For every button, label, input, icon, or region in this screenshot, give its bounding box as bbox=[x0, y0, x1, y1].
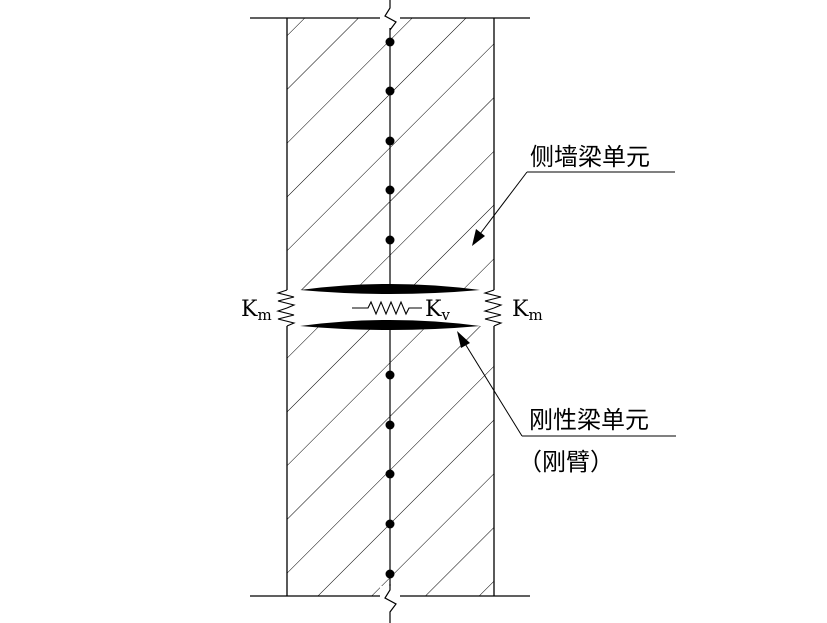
node bbox=[385, 136, 395, 146]
rigid-arm-label: （刚臂） bbox=[518, 448, 614, 476]
right-spring-bottom bbox=[483, 307, 503, 327]
node bbox=[385, 37, 395, 47]
side-wall-beam-leader bbox=[472, 171, 675, 246]
bottom-break-mark bbox=[380, 584, 400, 623]
k-v-label: Kv bbox=[425, 297, 450, 324]
k-m-label-right: Km bbox=[512, 297, 543, 324]
side-wall-beam-label: 侧墙梁单元 bbox=[530, 143, 650, 171]
upper-rigid-arm bbox=[300, 284, 480, 294]
node bbox=[385, 420, 395, 430]
right-spring-top bbox=[483, 289, 503, 309]
rigid-beam-leader bbox=[457, 331, 676, 437]
shear-spring bbox=[352, 300, 422, 316]
node bbox=[385, 185, 395, 195]
node bbox=[385, 86, 395, 96]
top-break-mark bbox=[380, 0, 400, 31]
node bbox=[385, 469, 395, 479]
lower-wall-nodes bbox=[385, 370, 395, 579]
left-spring-bottom bbox=[276, 307, 296, 327]
node bbox=[385, 370, 395, 380]
left-spring-top bbox=[276, 289, 296, 309]
node bbox=[385, 519, 395, 529]
rigid-beam-label: 刚性梁单元 bbox=[529, 406, 649, 434]
node bbox=[385, 569, 395, 579]
k-m-label-left: Km bbox=[241, 297, 272, 324]
upper-wall-nodes bbox=[385, 37, 395, 245]
node bbox=[385, 235, 395, 245]
lower-rigid-arm bbox=[300, 320, 480, 330]
